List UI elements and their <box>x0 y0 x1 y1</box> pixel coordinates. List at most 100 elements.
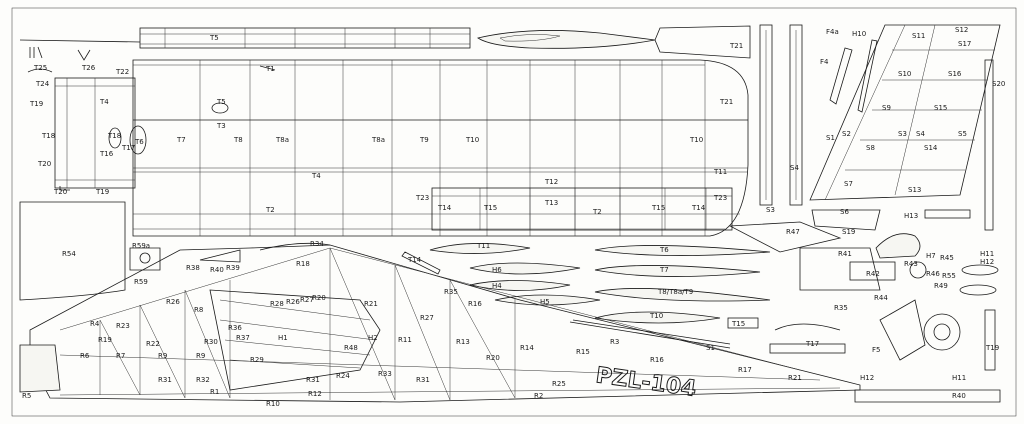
label-R20b: R20 <box>312 294 326 302</box>
label-R13: R13 <box>456 338 470 346</box>
label-T2: T2 <box>592 208 602 216</box>
label-T12: T12 <box>544 178 558 186</box>
label-T20-2: T20 <box>53 188 67 196</box>
label-R35: R35 <box>834 304 848 312</box>
label-S4b: S4 <box>790 164 799 172</box>
label-R16: R16 <box>468 300 482 308</box>
label-R33: R33 <box>378 370 392 378</box>
label-T11-wing: T11 <box>713 168 727 176</box>
label-H13: H13 <box>904 212 918 220</box>
label-S13: S13 <box>908 186 921 194</box>
label-R36: R36 <box>228 324 242 332</box>
label-T16: T16 <box>99 150 114 158</box>
label-R4: R4 <box>90 320 100 328</box>
label-R6: R6 <box>80 352 90 360</box>
label-R41: R41 <box>838 250 852 258</box>
label-S3b: S3 <box>766 206 775 214</box>
label-T14b: T14 <box>407 256 422 264</box>
label-R42: R42 <box>866 270 880 278</box>
label-H11: H11 <box>980 250 994 258</box>
label-T14-2: T14 <box>691 204 706 212</box>
label-R16b: R16 <box>650 356 664 364</box>
label-T18: T18 <box>41 132 55 140</box>
label-S12: S12 <box>955 26 968 34</box>
label-H2: H2 <box>368 334 378 342</box>
label-R38: R38 <box>186 264 200 272</box>
label-T4: T4 <box>311 172 321 180</box>
label-R54: R54 <box>62 250 76 258</box>
label-T15b: T15 <box>731 320 745 328</box>
label-R23: R23 <box>116 322 130 330</box>
label-T19: T19 <box>29 100 43 108</box>
label-R24: R24 <box>336 372 350 380</box>
label-T1: T1 <box>265 65 275 73</box>
label-R3: R3 <box>610 338 619 346</box>
label-R46: R46 <box>926 270 940 278</box>
label-R26b: R26 <box>286 298 300 306</box>
label-R22: R22 <box>146 340 160 348</box>
label-S9: S9 <box>882 104 891 112</box>
label-S17: S17 <box>958 40 971 48</box>
label-R35b: R35 <box>444 288 458 296</box>
label-R9: R9 <box>158 352 167 360</box>
label-T7b: T7 <box>659 266 669 274</box>
label-T17: T17 <box>121 144 135 152</box>
label-R30: R30 <box>204 338 218 346</box>
wing-panel <box>129 59 749 237</box>
label-T13: T13 <box>544 199 558 207</box>
label-T24: T24 <box>35 80 50 88</box>
label-H5: H5 <box>540 298 550 306</box>
label-R59: R59 <box>134 278 148 286</box>
label-T25: T25 <box>33 64 47 72</box>
label-R1: R1 <box>210 388 219 396</box>
label-T21: T21 <box>719 98 733 106</box>
label-T23: T23 <box>415 194 429 202</box>
label-S1b: S1 <box>706 344 715 352</box>
label-R7: R7 <box>116 352 125 360</box>
label-S10: S10 <box>898 70 911 78</box>
label-T6b: T6 <box>659 246 669 254</box>
label-S6: S6 <box>840 208 849 216</box>
label-T26: T26 <box>81 64 96 72</box>
label-R28: R28 <box>270 300 284 308</box>
label-R5: R5 <box>22 392 31 400</box>
label-R8: R8 <box>194 306 203 314</box>
label-R47: R47 <box>786 228 800 236</box>
label-S2: S2 <box>842 130 851 138</box>
top-spar-strip <box>19 25 751 59</box>
label-R11: R11 <box>398 336 412 344</box>
wing-root-block <box>27 46 136 191</box>
label-T20: T20 <box>37 160 51 168</box>
label-T19-2: T19 <box>95 188 109 196</box>
label-T8-stack: T8/T8a/T9 <box>657 288 693 296</box>
label-T11: T11 <box>476 242 490 250</box>
label-T5: T5 <box>209 34 219 42</box>
label-R49: R49 <box>934 282 948 290</box>
label-F4a: F4a <box>826 28 839 36</box>
label-R20: R20 <box>486 354 500 362</box>
label-T23-2: T23 <box>713 194 727 202</box>
label-R32: R32 <box>196 376 210 384</box>
label-F5: F5 <box>872 346 880 354</box>
label-T8a-2: T8a <box>371 136 385 144</box>
label-R17: R17 <box>738 366 752 374</box>
label-T9: T9 <box>419 136 429 144</box>
label-S1: S1 <box>826 134 835 142</box>
label-T8a: T8a <box>275 136 289 144</box>
label-T6: T6 <box>134 138 144 146</box>
label-T5b: T5 <box>216 98 226 106</box>
fuselage-side: PZL-104 <box>19 201 861 403</box>
label-R2: R2 <box>534 392 543 400</box>
landing-gear <box>728 221 1001 403</box>
label-R27b: R27 <box>300 296 314 304</box>
label-T21-top: T21 <box>729 42 743 50</box>
label-R31b: R31 <box>306 376 320 384</box>
label-R48: R48 <box>344 344 358 352</box>
label-R19: R19 <box>98 336 112 344</box>
label-T10-2: T10 <box>689 136 703 144</box>
label-S3: S3 <box>898 130 907 138</box>
label-H10: H10 <box>852 30 866 38</box>
label-S19: S19 <box>842 228 855 236</box>
label-T8: T8 <box>233 136 243 144</box>
